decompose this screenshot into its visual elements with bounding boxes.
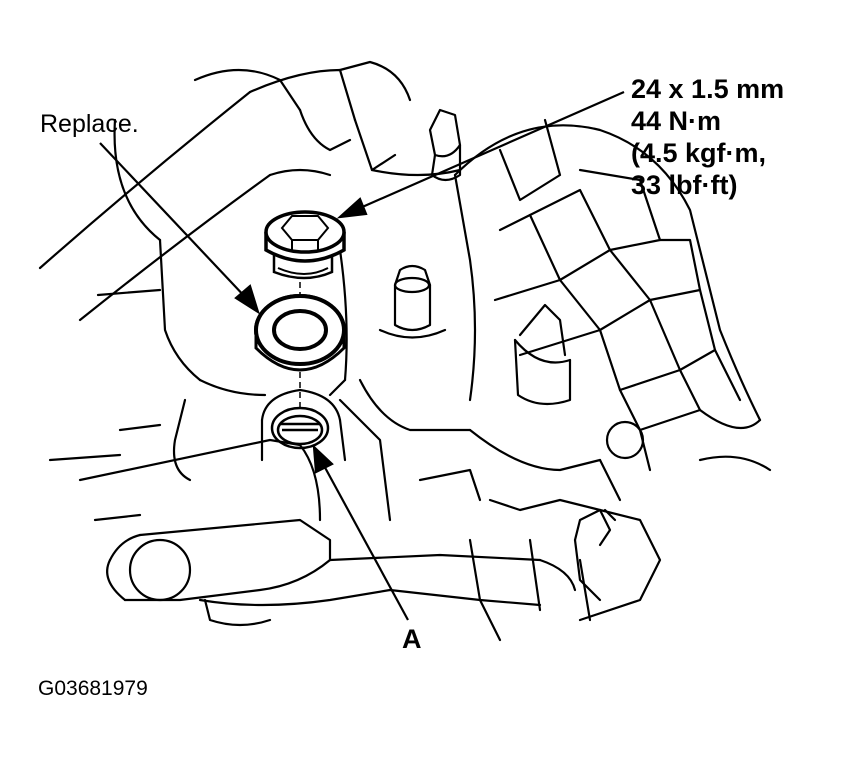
washer-icon — [254, 294, 346, 372]
spec-line-2: 44 N·m — [631, 106, 721, 136]
spec-line-1: 24 x 1.5 mm — [631, 74, 784, 104]
transmission-housing — [38, 60, 772, 642]
replace-label: Replace. — [40, 110, 139, 138]
drain-hole-icon — [270, 406, 330, 450]
callout-leaders — [99, 90, 625, 621]
part-a-label: A — [402, 624, 422, 654]
spec-line-3: (4.5 kgf·m, — [631, 138, 766, 168]
torque-spec: 24 x 1.5 mm 44 N·m (4.5 kgf·m, 33 lbf·ft… — [631, 74, 784, 200]
figure-code: G03681979 — [38, 677, 148, 700]
bolt-icon — [264, 210, 346, 280]
spec-line-4: 33 lbf·ft) — [631, 170, 737, 200]
